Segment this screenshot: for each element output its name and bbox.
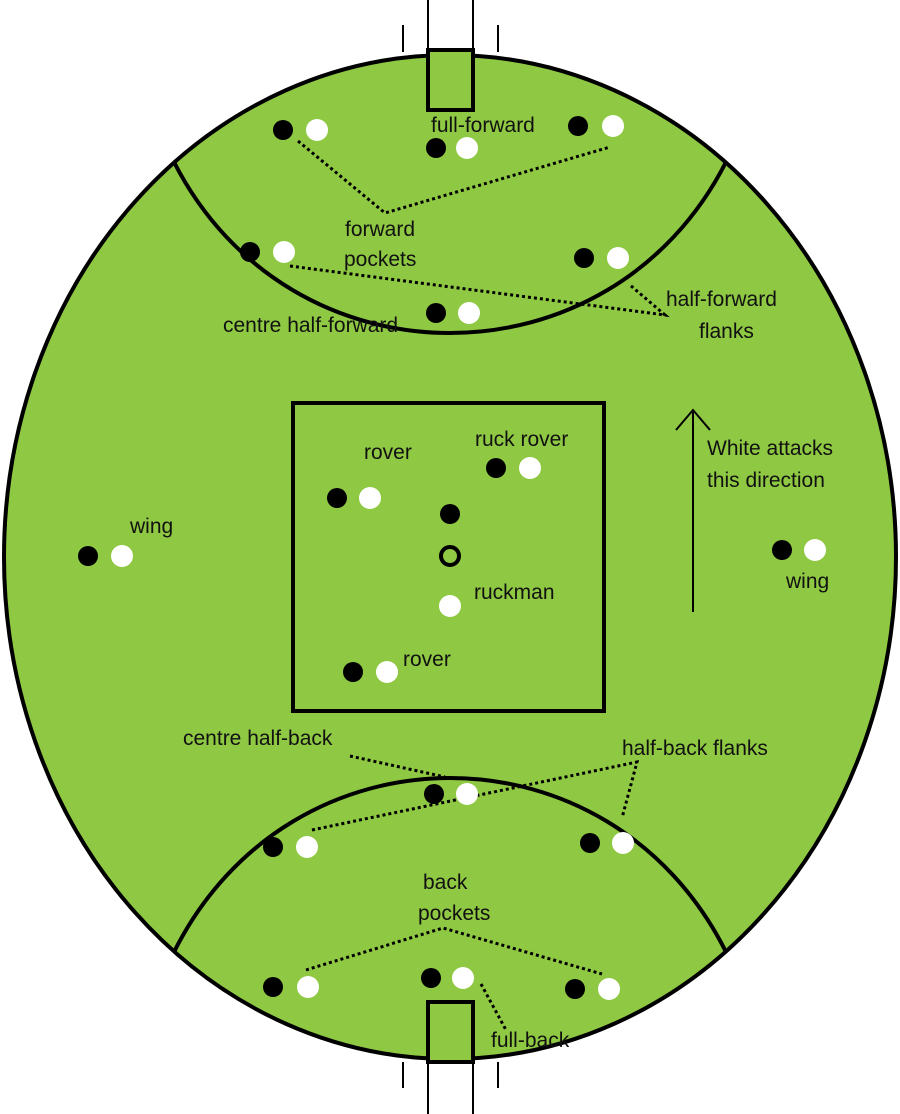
player-white	[452, 967, 474, 989]
player-black	[565, 979, 585, 999]
label-wing-right: wing	[785, 570, 829, 593]
player-black	[78, 546, 98, 566]
fifty-metre-arc-bottom	[172, 776, 728, 953]
player-black	[580, 833, 600, 853]
player-black	[273, 120, 293, 140]
player-black	[568, 116, 588, 136]
player-black	[574, 248, 594, 268]
goal-posts-bottom	[402, 1062, 499, 1114]
leader-forward-pockets	[297, 139, 611, 215]
leader-lines	[289, 139, 670, 1031]
label-back-pockets-line2: pockets	[418, 902, 490, 925]
player-black	[772, 540, 792, 560]
player-white	[456, 137, 478, 159]
label-rover-top: rover	[364, 441, 412, 464]
label-wing-left: wing	[129, 515, 173, 538]
fifty-metre-arc-top	[172, 161, 728, 335]
label-direction-line2: this direction	[707, 469, 825, 492]
player-white	[804, 539, 826, 561]
leader-back-pockets	[305, 926, 603, 976]
goal-square-top	[426, 48, 475, 112]
player-black	[421, 968, 441, 988]
player-black	[327, 488, 347, 508]
player-white	[456, 783, 478, 805]
label-full-forward: full-forward	[431, 114, 535, 137]
player-white	[519, 457, 541, 479]
player-white	[598, 978, 620, 1000]
player-white	[296, 836, 318, 858]
label-ruck-rover: ruck rover	[475, 428, 568, 451]
player-black	[263, 977, 283, 997]
black-team-players	[78, 116, 792, 999]
label-centre-half-back: centre half-back	[183, 727, 333, 750]
label-half-back-flanks: half-back flanks	[622, 737, 768, 760]
player-white	[111, 545, 133, 567]
player-white	[458, 302, 480, 324]
player-black	[263, 837, 283, 857]
direction-arrow	[675, 408, 711, 612]
label-ruckman: ruckman	[474, 581, 555, 604]
player-white	[297, 976, 319, 998]
label-forward-pockets-line1: forward	[345, 218, 415, 241]
label-direction-line1: White attacks	[707, 437, 833, 460]
label-centre-half-forward: centre half-forward	[223, 314, 398, 337]
player-black	[440, 504, 460, 524]
player-white	[612, 832, 634, 854]
leader-centre-half-back	[349, 754, 446, 779]
label-rover-bottom: rover	[403, 648, 451, 671]
leader-full-back	[479, 983, 508, 1031]
leader-half-forward-flanks	[289, 264, 670, 318]
label-forward-pockets-line2: pockets	[344, 248, 416, 271]
label-half-forward-flanks-line2: flanks	[699, 320, 754, 343]
label-half-forward-flanks-line1: half-forward	[666, 288, 777, 311]
player-black	[424, 784, 444, 804]
leader-half-back-flanks	[311, 760, 640, 832]
goal-posts-top	[402, 0, 499, 52]
player-black	[240, 242, 260, 262]
player-black	[486, 458, 506, 478]
ball	[439, 545, 461, 567]
goal-square-bottom	[426, 1000, 475, 1064]
player-black	[426, 138, 446, 158]
player-white	[359, 487, 381, 509]
player-white	[602, 115, 624, 137]
player-white	[306, 119, 328, 141]
label-back-pockets-line1: back	[423, 871, 468, 894]
label-full-back: full-back	[491, 1029, 570, 1052]
player-white	[273, 241, 295, 263]
position-labels: full-forward forward pockets half-forwar…	[129, 114, 833, 1052]
white-team-players	[111, 115, 826, 1000]
centre-square	[291, 401, 606, 713]
player-white	[376, 661, 398, 683]
player-white	[439, 595, 461, 617]
player-black	[426, 303, 446, 323]
player-white	[607, 247, 629, 269]
player-black	[343, 662, 363, 682]
